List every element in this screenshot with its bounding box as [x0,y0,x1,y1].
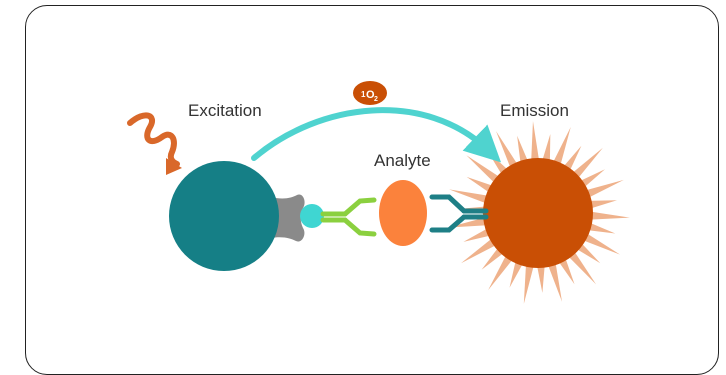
donor-bead [169,161,279,271]
singlet-oxygen-superscript: 1 [361,90,366,99]
emission-ray [580,231,621,255]
emission-ray [463,227,493,242]
emission-ray [523,261,535,304]
emission-ray [488,252,515,291]
emission-ray [536,262,545,293]
emission-ray [585,221,616,234]
emission-ray [587,211,630,220]
emission-ray [449,189,491,205]
emission-ray [541,133,551,165]
emission-ray [566,249,597,285]
analyte [379,180,427,246]
detection-antibody [429,194,489,233]
excitation-light-icon [127,112,182,175]
emission-ray [551,127,571,168]
emission-ray [531,121,540,164]
donor-linker [270,194,324,242]
emission-ray [460,236,499,264]
emission-ray [583,179,624,199]
analyte-label: Analyte [374,151,431,170]
emission-ray [570,147,603,181]
capture-antibody [320,197,377,237]
acceptor-bead [483,158,593,268]
emission-ray [547,260,563,302]
excitation-label: Excitation [188,101,262,120]
emission-ray [496,131,519,171]
emission-ray [466,155,502,185]
singlet-oxygen-transfer-arrow [251,107,502,163]
singlet-oxygen-badge: 1 O 2 [353,81,387,105]
emission-ray [586,200,617,210]
emission-rays [447,121,630,304]
alphascreen-diagram: 1 O 2 [127,81,630,304]
singlet-oxygen-subscript: 2 [374,96,378,103]
singlet-oxygen-symbol: O [366,89,375,101]
emission-ray [517,135,529,166]
emission-label: Emission [500,101,569,120]
emission-ray [509,258,525,288]
